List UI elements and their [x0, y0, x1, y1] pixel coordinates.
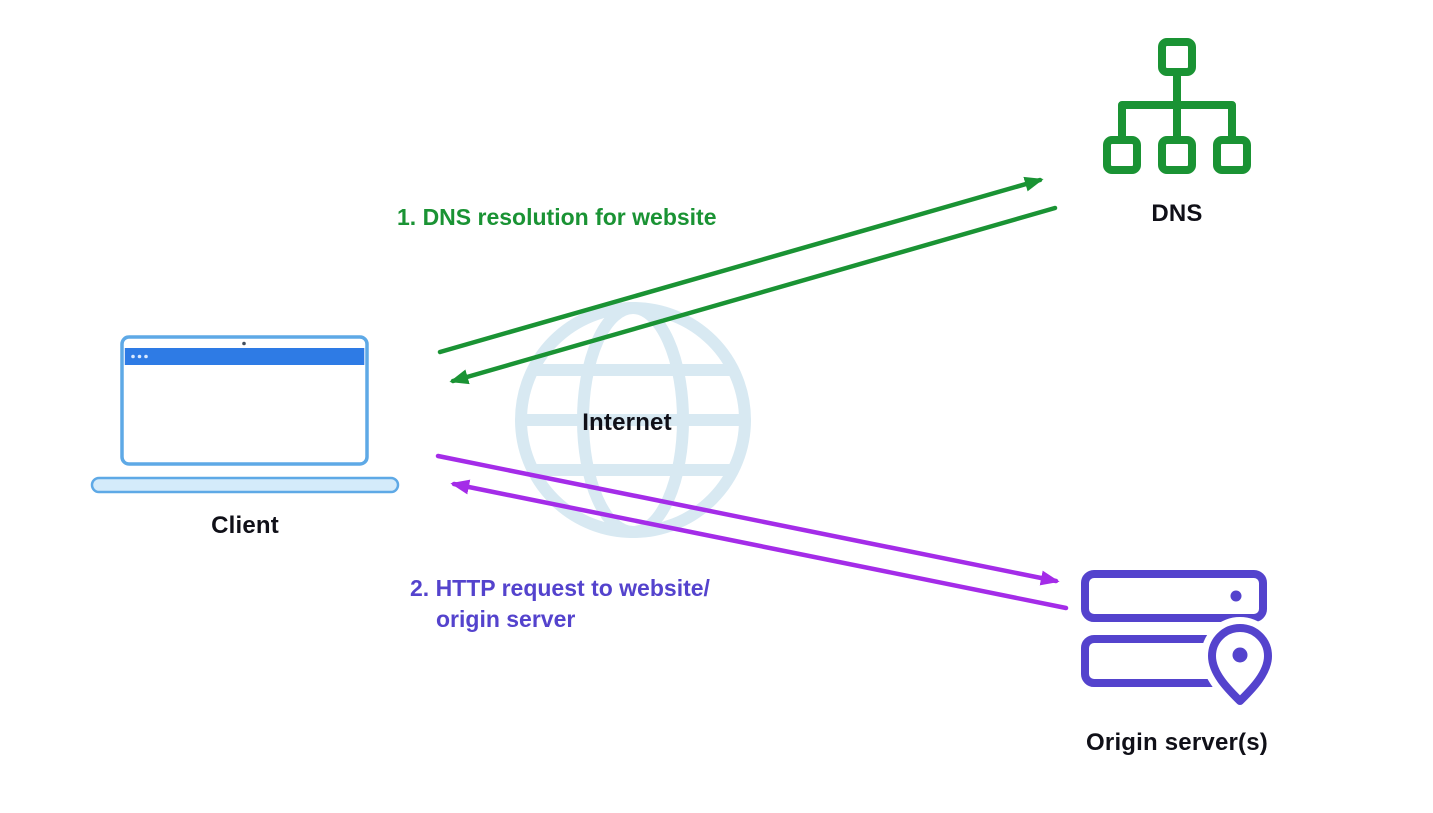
- window-control-dot: [137, 354, 142, 359]
- client-label: Client: [211, 512, 279, 539]
- arrow-client-to-origin: [435, 453, 1060, 586]
- flow-2-label-line1: 2. HTTP request to website/: [410, 575, 710, 601]
- arrow-origin-to-client: [450, 479, 1069, 611]
- origin-server-icon: [1081, 570, 1279, 712]
- location-pin-icon: [1201, 617, 1279, 712]
- laptop-camera-dot: [242, 341, 246, 346]
- flow-2-label-line2: origin server: [436, 606, 576, 632]
- flow-1-label: 1. DNS resolution for website: [397, 204, 717, 230]
- dns-icon: [1103, 38, 1251, 174]
- internet-label: Internet: [582, 409, 672, 436]
- flow-2-label: 2. HTTP request to website/ origin serve…: [410, 573, 710, 635]
- arrow-client-to-dns: [437, 176, 1044, 355]
- origin-server-label: Origin server(s): [1086, 729, 1268, 756]
- flow-arrows: [435, 176, 1069, 611]
- client-laptop-icon: [90, 335, 400, 494]
- window-control-dot: [131, 354, 135, 359]
- server-indicator-dot: [1230, 590, 1242, 602]
- arrow-dns-to-client: [449, 205, 1058, 385]
- dns-label: DNS: [1151, 200, 1203, 227]
- window-control-dot: [144, 354, 148, 359]
- internet-globe-icon: [515, 302, 751, 538]
